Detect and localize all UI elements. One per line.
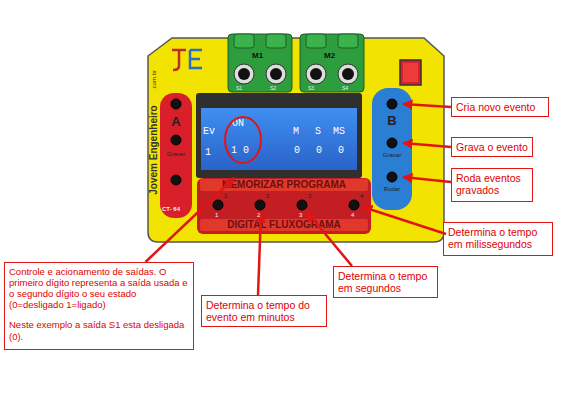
panel-text: ON [232, 119, 244, 129]
callout-box: Determina o tempo em segundos [333, 266, 438, 298]
power-switch [400, 60, 421, 85]
panel-text: Gravar [160, 151, 192, 157]
output-connector [228, 34, 292, 92]
output-connector [300, 34, 364, 92]
callout-text: Grava o evento [456, 141, 528, 153]
panel-text: 1 0 [231, 146, 249, 156]
panel-text: MEMORIZAR PROGRAMA [200, 180, 368, 190]
board-panel: DIGITAL FLUXOGRAMA [200, 219, 368, 231]
panel-text: S [315, 127, 321, 137]
board-panel: MEMORIZAR PROGRAMA [200, 179, 368, 191]
board-label: M2 [324, 52, 335, 60]
board-panel: B GravarRodar [372, 88, 412, 210]
board-label: M1 [252, 52, 263, 60]
callout-box: Determina o tempo do evento em minutos [201, 295, 327, 327]
board-label: 1 [215, 212, 218, 218]
board-panel: A Gravar [160, 93, 192, 218]
connector-arrow [145, 178, 234, 262]
board-label: 2 [266, 193, 269, 199]
panel-text: 0 [316, 146, 322, 156]
board-label: S4 [342, 86, 348, 91]
button-strip [197, 178, 371, 234]
panel-text: 0 [338, 146, 344, 156]
callout-text: Determina o tempo em milissegundos [448, 226, 548, 251]
callout-box: Controle e acionamento de saídas. O prim… [4, 262, 194, 350]
callout-text: Determina o tempo do evento em minutos [206, 299, 322, 324]
panel-text: B [372, 114, 412, 127]
board-label: 3 [299, 212, 302, 218]
board-label: Jovem Engenheiro [149, 105, 159, 194]
push-button [171, 99, 397, 210]
board-label: S1 [236, 86, 242, 91]
logo-mark [172, 50, 202, 70]
board-label: S3 [308, 86, 314, 91]
callout-box: Determina o tempo em milissegundos [443, 222, 553, 256]
panel-text: DIGITAL FLUXOGRAMA [200, 220, 368, 230]
board-label: 4 [351, 212, 354, 218]
board-label: .com.br [151, 70, 157, 90]
board-outline [148, 38, 444, 242]
board-label: 4 [360, 193, 363, 199]
panel-text: MS [333, 127, 345, 137]
board-label: 1 [224, 193, 227, 199]
panel-text: 1 [205, 148, 211, 158]
callout-box: Grava o evento [451, 137, 533, 157]
board-label: S2 [270, 86, 276, 91]
panel-text: M [293, 127, 299, 137]
callout-text: Neste exemplo a saída S1 esta desligada … [9, 319, 189, 341]
callout-text: Controle e acionamento de saídas. O prim… [9, 266, 189, 310]
panel-text: A [160, 115, 192, 128]
board-label: 2 [257, 212, 260, 218]
board-panel: EvONMSMS11 0000 [196, 93, 362, 178]
callout-box: Roda eventos gravados [451, 168, 533, 202]
panel-text: Gravar [372, 152, 412, 158]
panel-text: Ev [203, 127, 215, 137]
leader-arrow [258, 104, 451, 295]
panel-text: Rodar [372, 186, 412, 192]
panel-text: 0 [294, 146, 300, 156]
callout-text: Cria novo evento [456, 101, 544, 113]
callout-box: Cria novo evento [451, 97, 549, 117]
board-label: 3 [308, 193, 311, 199]
highlight-ellipse [225, 117, 261, 163]
power-switch [403, 63, 418, 82]
callout-text: Determina o tempo em segundos [338, 270, 433, 295]
callout-text: Roda eventos gravados [456, 172, 528, 197]
